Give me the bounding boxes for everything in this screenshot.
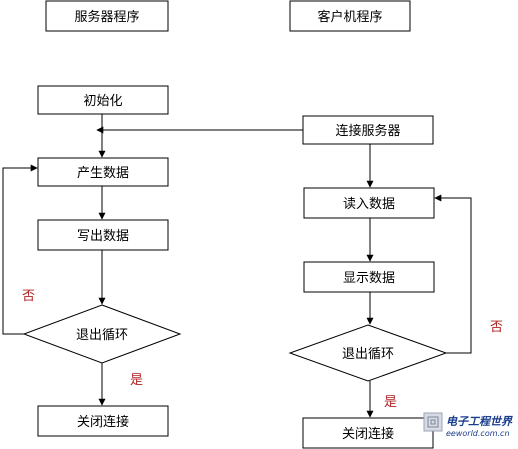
client-display-box: 显示数据: [303, 261, 435, 293]
server-title: 服务器程序: [74, 9, 139, 25]
server-write-box: 写出数据: [37, 219, 169, 251]
server-decision-label: 退出循环: [76, 328, 128, 343]
server-generate-box: 产生数据: [37, 157, 169, 187]
client-no-label: 否: [490, 320, 503, 335]
client-decision-label: 退出循环: [342, 347, 394, 362]
server-close-box: 关闭连接: [37, 405, 169, 437]
watermark-url: eeworld.com.cn: [446, 429, 510, 438]
server-init-label: 初始化: [83, 94, 122, 109]
server-title-box: 服务器程序: [45, 0, 169, 32]
watermark-title: 电子工程世界: [446, 415, 513, 428]
server-yes-label: 是: [130, 373, 143, 388]
server-init-box: 初始化: [37, 85, 169, 115]
client-close-label: 关闭连接: [342, 426, 394, 442]
client-decision-diamond: 退出循环: [288, 324, 448, 382]
client-title-box: 客户机程序: [289, 0, 411, 32]
server-no-label: 否: [22, 289, 35, 304]
client-read-box: 读入数据: [303, 187, 435, 219]
client-connect-box: 连接服务器: [302, 115, 434, 145]
client-read-label: 读入数据: [343, 197, 395, 212]
arrow-loop-back-client: [434, 194, 472, 354]
server-generate-label: 产生数据: [77, 166, 129, 181]
client-display-label: 显示数据: [343, 271, 395, 286]
server-decision-diamond: 退出循环: [22, 304, 182, 364]
client-title: 客户机程序: [317, 9, 382, 25]
client-connect-label: 连接服务器: [335, 123, 400, 139]
watermark-logo-icon: [423, 412, 443, 432]
server-write-label: 写出数据: [77, 229, 129, 244]
watermark: 电子工程世界 eeworld.com.cn: [423, 412, 513, 438]
client-close-box: 关闭连接: [302, 417, 434, 449]
client-yes-label: 是: [384, 395, 397, 410]
arrow-loop-back-server: [2, 164, 38, 335]
server-close-label: 关闭连接: [77, 414, 129, 430]
